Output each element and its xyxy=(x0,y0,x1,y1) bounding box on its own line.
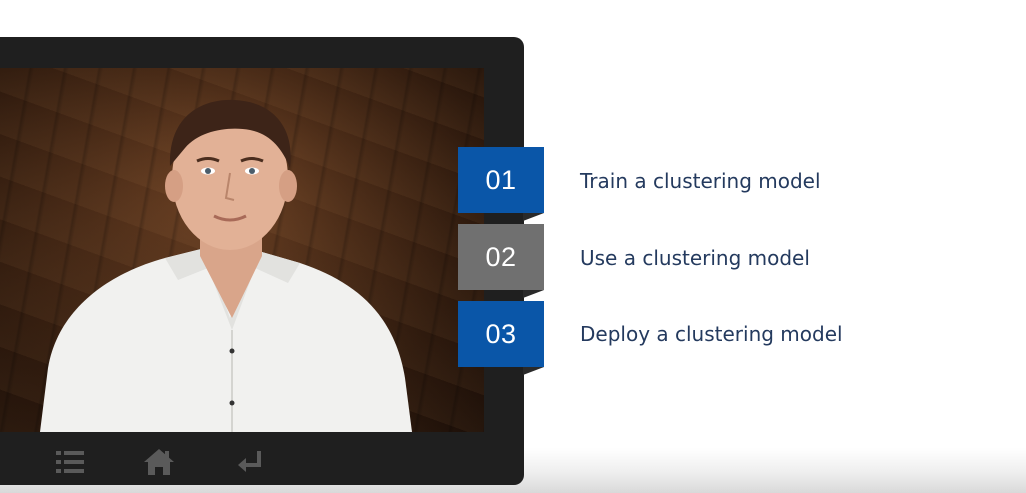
return-arrow-icon[interactable] xyxy=(233,447,267,477)
video-player-frame xyxy=(0,37,524,485)
tab-fold-shadow xyxy=(523,213,544,221)
agenda-number-02[interactable]: 02 xyxy=(458,224,544,290)
agenda-number-text: 01 xyxy=(485,164,517,195)
agenda-number-03[interactable]: 03 xyxy=(458,301,544,367)
player-controls xyxy=(0,437,484,485)
agenda-number-01[interactable]: 01 xyxy=(458,147,544,213)
agenda-item-deploy[interactable]: Deploy a clustering model xyxy=(580,322,843,346)
menu-list-icon[interactable] xyxy=(54,447,88,477)
presenter-video[interactable] xyxy=(0,68,484,432)
agenda-item-train[interactable]: Train a clustering model xyxy=(580,169,821,193)
presenter-figure xyxy=(40,99,412,432)
home-icon[interactable] xyxy=(142,447,176,477)
agenda-item-use[interactable]: Use a clustering model xyxy=(580,246,810,270)
agenda-number-text: 02 xyxy=(485,241,517,272)
tab-fold-shadow xyxy=(523,367,544,375)
tab-fold-shadow xyxy=(523,290,544,298)
agenda-number-text: 03 xyxy=(485,318,517,349)
